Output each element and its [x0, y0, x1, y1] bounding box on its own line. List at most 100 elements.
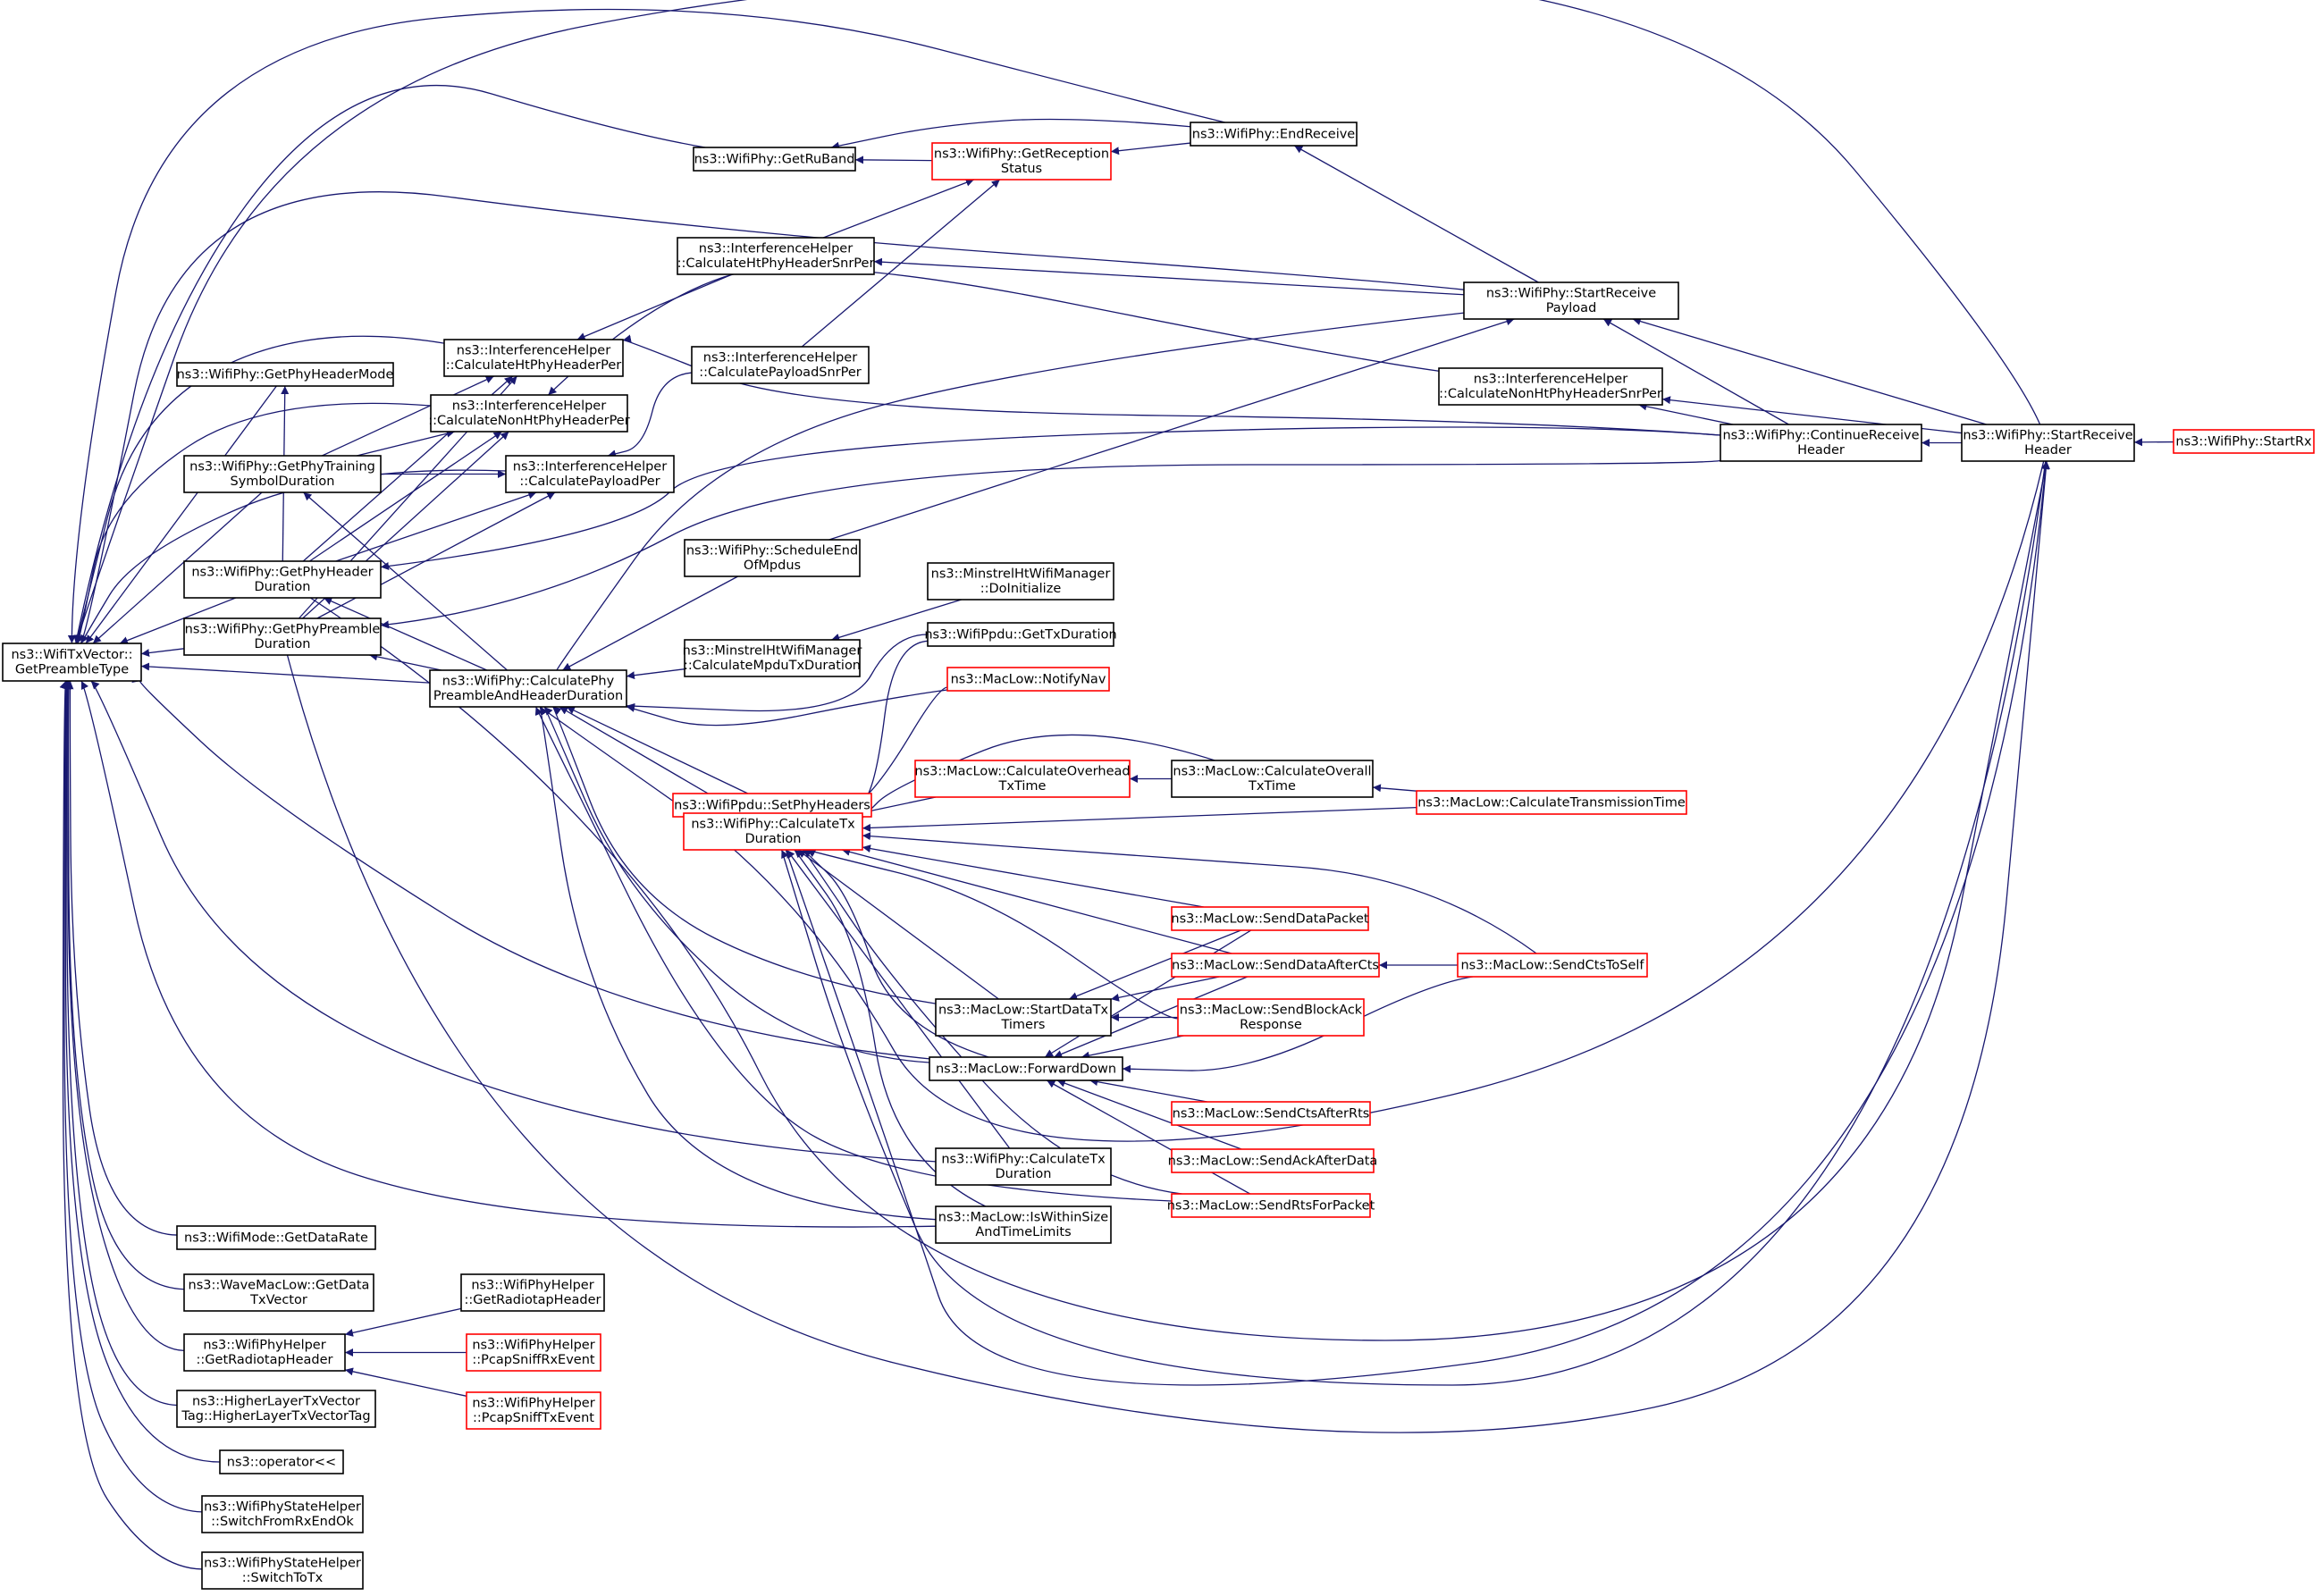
node-box[interactable]: [183, 560, 382, 599]
node-box[interactable]: [693, 147, 856, 172]
node-sendDataPacket[interactable]: ns3::MacLow::SendDataPacket: [1171, 906, 1369, 931]
node-box[interactable]: [1720, 424, 1922, 462]
node-label: ::CalculateNonHtPhyHeaderSnrPer: [1439, 387, 1662, 401]
node-box[interactable]: [430, 394, 628, 433]
node-box[interactable]: [677, 237, 875, 275]
node-box[interactable]: [460, 1273, 605, 1312]
node-box[interactable]: [914, 760, 1131, 798]
node-calcNonHtPer[interactable]: ns3::InterferenceHelper::CalculateNonHtP…: [428, 394, 630, 433]
node-sendAckAfterData[interactable]: ns3::MacLow::SendAckAfterData: [1168, 1148, 1378, 1173]
node-box[interactable]: [176, 362, 394, 387]
node-calcTransmission[interactable]: ns3::MacLow::CalculateTransmissionTime: [1416, 790, 1687, 815]
node-box[interactable]: [201, 1495, 364, 1533]
node-box[interactable]: [1463, 281, 1679, 320]
node-sendCtsAfterRts[interactable]: ns3::MacLow::SendCtsAfterRts: [1171, 1101, 1371, 1126]
node-calcNonHtSnr[interactable]: ns3::InterferenceHelper::CalculateNonHtP…: [1438, 367, 1663, 406]
node-box[interactable]: [183, 1273, 374, 1312]
node-box[interactable]: [946, 667, 1110, 692]
node-sendDataAfterCts[interactable]: ns3::MacLow::SendDataAfterCts: [1171, 953, 1380, 978]
node-calcPayloadSnr[interactable]: ns3::InterferenceHelper::CalculatePayloa…: [691, 346, 870, 384]
node-higherLayer[interactable]: ns3::HigherLayerTxVectorTag::HigherLayer…: [176, 1390, 376, 1428]
node-box[interactable]: [176, 1225, 376, 1250]
node-switchFromRx[interactable]: ns3::WifiPhyStateHelper::SwitchFromRxEnd…: [201, 1495, 364, 1533]
node-box[interactable]: [2173, 429, 2315, 454]
node-box[interactable]: [183, 1333, 346, 1372]
node-calcPreambleHeader[interactable]: ns3::WifiPhy::CalculatePhyPreambleAndHea…: [429, 669, 627, 708]
node-helperGetRadiotap2[interactable]: ns3::WifiPhyHelper::GetRadiotapHeader: [460, 1273, 605, 1312]
node-sendCtsToSelf[interactable]: ns3::MacLow::SendCtsToSelf: [1457, 953, 1648, 978]
node-box[interactable]: [1171, 760, 1374, 798]
node-box[interactable]: [505, 455, 675, 493]
node-box[interactable]: [176, 1390, 376, 1428]
node-endReceive[interactable]: ns3::WifiPhy::EndReceive: [1190, 122, 1358, 147]
node-box[interactable]: [1177, 998, 1365, 1037]
edge-getTrainingSym-to-calcHtPer: [322, 375, 494, 457]
node-box[interactable]: [443, 339, 624, 377]
node-getTrainingSym[interactable]: ns3::WifiPhy::GetPhyTrainingSymbolDurati…: [183, 455, 382, 493]
node-calcHtPer[interactable]: ns3::InterferenceHelper::CalculateHtPhyH…: [443, 339, 624, 377]
node-box[interactable]: [183, 617, 382, 656]
node-box[interactable]: [1171, 1193, 1371, 1218]
node-box[interactable]: [1416, 790, 1687, 815]
node-root[interactable]: ns3::WifiTxVector::GetPreambleType: [2, 643, 142, 682]
node-box[interactable]: [2, 643, 142, 682]
node-startRx[interactable]: ns3::WifiPhy::StartRx: [2173, 429, 2315, 454]
node-box[interactable]: [429, 669, 627, 708]
node-sendRts[interactable]: ns3::MacLow::SendRtsForPacket: [1167, 1193, 1375, 1218]
node-box[interactable]: [929, 1056, 1123, 1081]
node-calcPayloadPer[interactable]: ns3::InterferenceHelper::CalculatePayloa…: [505, 455, 675, 493]
node-getDataRate[interactable]: ns3::WifiMode::GetDataRate: [176, 1225, 376, 1250]
node-box[interactable]: [1171, 1101, 1371, 1126]
node-box[interactable]: [466, 1391, 601, 1430]
node-box[interactable]: [684, 539, 861, 577]
node-ppduGetTx[interactable]: ns3::WifiPpdu::GetTxDuration: [924, 622, 1117, 647]
node-switchToTx[interactable]: ns3::WifiPhyStateHelper::SwitchToTx: [201, 1551, 364, 1590]
node-notifyNav[interactable]: ns3::MacLow::NotifyNav: [946, 667, 1110, 692]
node-box[interactable]: [683, 812, 863, 851]
node-box[interactable]: [935, 1147, 1112, 1186]
node-box[interactable]: [183, 455, 382, 493]
node-box[interactable]: [935, 998, 1112, 1037]
node-box[interactable]: [927, 622, 1114, 647]
node-box[interactable]: [1171, 953, 1380, 978]
node-box[interactable]: [466, 1333, 601, 1372]
node-pcapTx[interactable]: ns3::WifiPhyHelper::PcapSniffTxEvent: [466, 1391, 601, 1430]
node-minstrelInit[interactable]: ns3::MinstrelHtWifiManager::DoInitialize: [927, 562, 1114, 601]
node-box[interactable]: [935, 1205, 1112, 1244]
node-getPhyHeaderMode[interactable]: ns3::WifiPhy::GetPhyHeaderMode: [176, 362, 394, 387]
node-box[interactable]: [201, 1551, 364, 1590]
node-box[interactable]: [1171, 906, 1369, 931]
node-box[interactable]: [691, 346, 870, 384]
node-box[interactable]: [1457, 953, 1648, 978]
node-box[interactable]: [1171, 1148, 1375, 1173]
node-helperGetRadiotap[interactable]: ns3::WifiPhyHelper::GetRadiotapHeader: [183, 1333, 346, 1372]
node-calcHtSnr[interactable]: ns3::InterferenceHelper::CalculateHtPhyH…: [677, 237, 875, 275]
node-box[interactable]: [927, 562, 1114, 601]
node-pcapRx[interactable]: ns3::WifiPhyHelper::PcapSniffRxEvent: [466, 1333, 601, 1372]
node-minstrelMpdu[interactable]: ns3::MinstrelHtWifiManager::CalculateMpd…: [683, 639, 862, 677]
node-box[interactable]: [1190, 122, 1358, 147]
node-box[interactable]: [684, 639, 861, 677]
node-box[interactable]: [219, 1449, 344, 1474]
node-getRuBand[interactable]: ns3::WifiPhy::GetRuBand: [693, 147, 856, 172]
node-box[interactable]: [931, 142, 1112, 181]
node-forwardDown[interactable]: ns3::MacLow::ForwardDown: [929, 1056, 1123, 1081]
node-box[interactable]: [1438, 367, 1663, 406]
node-box[interactable]: [1961, 424, 2135, 462]
node-operatorLt[interactable]: ns3::operator<<: [219, 1449, 344, 1474]
